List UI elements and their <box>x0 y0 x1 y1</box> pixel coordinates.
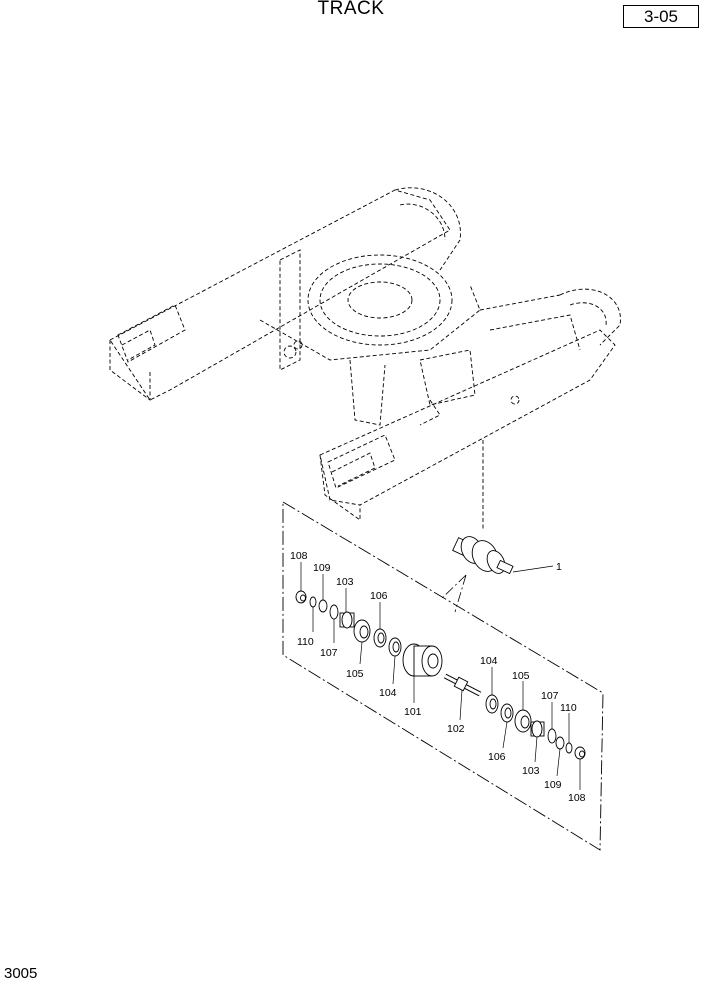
label-105-left: 105 <box>346 668 364 680</box>
part-103-right-bushing <box>530 720 545 738</box>
part-106-left-seal <box>373 628 387 648</box>
part-108-right-nut <box>574 746 586 760</box>
part-107-right-oring <box>547 728 557 744</box>
part-110-left-lock-washer <box>309 596 317 608</box>
figure-code: 3005 <box>4 965 38 982</box>
part-103-left-bushing <box>339 611 355 629</box>
label-110-left: 110 <box>297 636 314 648</box>
part-107-left-oring <box>329 604 339 620</box>
part-105-left-collar <box>353 619 371 643</box>
label-110-right: 110 <box>560 702 577 714</box>
label-109-left: 109 <box>313 562 331 574</box>
label-104-left: 104 <box>379 687 397 699</box>
part-104-right-floating-seal <box>485 694 499 714</box>
label-101: 101 <box>404 706 422 718</box>
label-103-right: 103 <box>522 765 540 777</box>
page-reference-box: 3-05 <box>623 5 699 28</box>
label-107-right: 107 <box>541 690 559 702</box>
callout-1: 1 <box>556 561 562 573</box>
label-106-right: 106 <box>488 751 506 763</box>
part-101-roller-body <box>402 643 443 677</box>
part-106-right-seal <box>500 703 514 723</box>
page-title: TRACK <box>317 0 385 19</box>
part-110-right-lock-washer <box>565 742 573 754</box>
label-109-right: 109 <box>544 779 562 791</box>
part-109-left-washer <box>318 599 328 613</box>
label-107-left: 107 <box>320 647 338 659</box>
leader-lines <box>300 562 581 790</box>
part-109-right-washer <box>555 736 565 750</box>
part-104-left-floating-seal <box>388 637 402 657</box>
part-108-left-nut <box>295 590 307 604</box>
label-104-right: 104 <box>480 655 498 667</box>
part-102-shaft <box>443 673 482 697</box>
undercarriage-frame <box>109 187 621 521</box>
label-108-left: 108 <box>290 550 308 562</box>
label-105-right: 105 <box>512 670 530 682</box>
label-108-right: 108 <box>568 792 586 804</box>
label-103-left: 103 <box>336 576 354 588</box>
part-105-right-collar <box>514 709 532 733</box>
exploded-view-boundary <box>282 501 604 851</box>
label-102: 102 <box>447 723 465 735</box>
track-roller-assembly <box>452 536 514 575</box>
callout-bracket <box>439 574 467 613</box>
label-106-left: 106 <box>370 590 388 602</box>
